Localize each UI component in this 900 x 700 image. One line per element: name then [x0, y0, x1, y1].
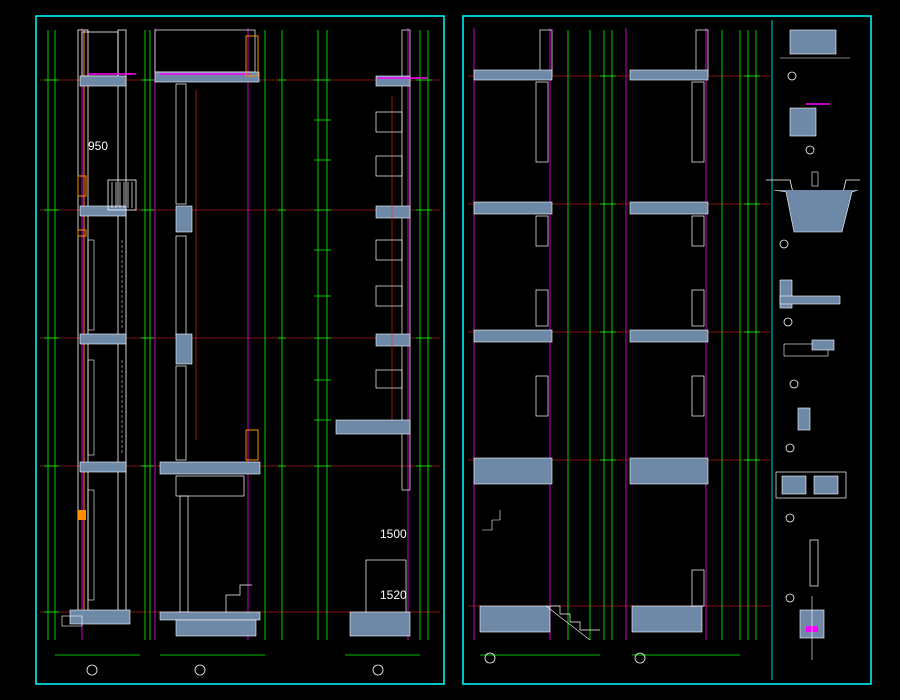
wall-section-2: [154, 29, 261, 637]
left-sheet-frame: [35, 15, 445, 685]
wall-section-1: [61, 29, 137, 627]
right-sheet-frame: [462, 15, 872, 685]
dimension-label-1500: 1500: [380, 527, 407, 541]
dimension-label-950: 950: [88, 139, 109, 153]
detail-markers: [779, 71, 815, 603]
dimension-label-1520: 1520: [380, 588, 407, 602]
wall-section-4: [473, 29, 600, 641]
wall-section-5: [629, 29, 709, 633]
section-markers: [86, 652, 646, 676]
wall-section-3: [335, 29, 428, 637]
detail-column: [766, 20, 860, 680]
